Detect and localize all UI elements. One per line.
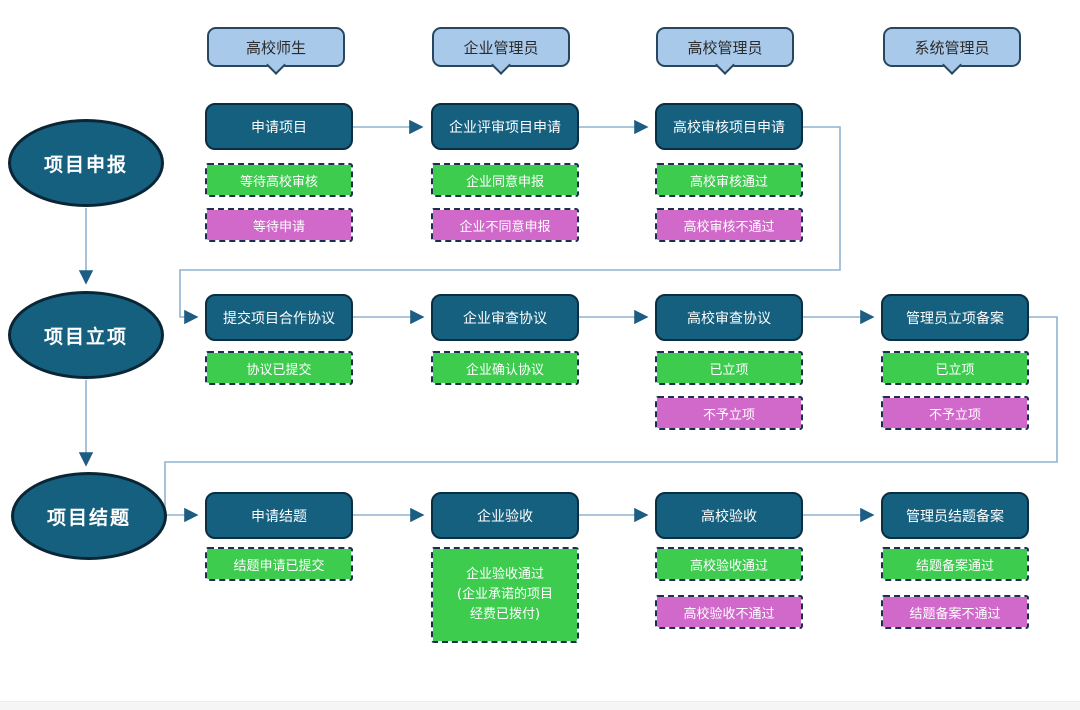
action-box-university-acceptance: 高校验收 [655,492,803,539]
status-box-success: 已立项 [655,351,803,385]
action-box-university-check-agreement: 高校审查协议 [655,294,803,341]
lane-header-label: 高校管理员 [687,38,763,57]
action-box-enterprise-check-agreement: 企业审查协议 [431,294,579,341]
status-label: 结题备案不通过 [909,606,1001,622]
status-label: 等待申请 [252,219,305,235]
status-line: 经费已拨付) [469,607,541,623]
status-line: 企业验收通过 [465,566,544,582]
status-box-fail: 高校验收不通过 [655,595,803,629]
status-box-fail: 结题备案不通过 [881,595,1029,629]
action-label: 管理员立项备案 [906,310,1004,327]
status-box-fail: 企业不同意申报 [431,208,579,242]
status-label: 高校验收通过 [689,558,768,574]
action-box-enterprise-acceptance: 企业验收 [431,492,579,539]
action-label: 申请结题 [251,508,307,525]
status-label: 已立项 [709,362,749,378]
status-box-fail: 等待申请 [205,208,353,242]
status-label: 协议已提交 [246,362,312,378]
phase-ellipse-closure: 项目结题 [11,472,167,560]
status-box-success: 等待高校审核 [205,163,353,197]
action-label: 企业评审项目申请 [449,119,561,136]
status-box-success: 结题备案通过 [881,547,1029,581]
status-label: 企业确认协议 [465,362,544,378]
action-label: 提交项目合作协议 [223,310,335,327]
action-box-enterprise-review-application: 企业评审项目申请 [431,103,579,150]
status-label: 企业同意申报 [465,174,544,190]
status-box-success: 企业确认协议 [431,351,579,385]
status-box-fail: 高校审核不通过 [655,208,803,242]
status-line: (企业承诺的项目 [456,586,554,602]
phase-ellipse-approval: 项目立项 [8,291,164,379]
status-label: 高校审核通过 [689,174,768,190]
action-box-submit-agreement: 提交项目合作协议 [205,294,353,341]
status-box-fail: 不予立项 [655,396,803,430]
status-box-success-multiline: 企业验收通过 (企业承诺的项目 经费已拨付) [431,547,579,643]
action-box-admin-closure-record: 管理员结题备案 [881,492,1029,539]
action-box-apply-closure: 申请结题 [205,492,353,539]
status-box-fail: 不予立项 [881,396,1029,430]
status-label: 企业不同意申报 [459,219,551,235]
action-label: 高校审查协议 [687,310,771,327]
status-box-success: 高校验收通过 [655,547,803,581]
lane-header-label: 高校师生 [245,38,306,57]
lane-header-university-admin: 高校管理员 [656,27,794,67]
status-label: 已立项 [935,362,975,378]
phase-label: 项目立项 [43,325,128,348]
action-label: 企业验收 [477,508,533,525]
bottom-edge [0,701,1080,710]
action-label: 企业审查协议 [463,310,547,327]
status-label: 高校审核不通过 [683,219,775,235]
action-box-admin-approval-record: 管理员立项备案 [881,294,1029,341]
status-label: 不予立项 [928,407,981,423]
lane-header-enterprise-admin: 企业管理员 [432,27,570,67]
lane-header-label: 系统管理员 [914,38,990,57]
lane-header-system-admin: 系统管理员 [883,27,1021,67]
status-box-success: 高校审核通过 [655,163,803,197]
status-label: 高校验收不通过 [683,606,775,622]
action-box-apply-project: 申请项目 [205,103,353,150]
status-label: 等待高校审核 [239,174,318,190]
status-box-success: 协议已提交 [205,351,353,385]
phase-ellipse-declaration: 项目申报 [8,119,164,207]
lane-header-label: 企业管理员 [463,38,539,57]
action-label: 高校审核项目申请 [673,119,785,136]
phase-label: 项目申报 [43,153,128,176]
action-label: 申请项目 [251,119,307,136]
status-box-success: 企业同意申报 [431,163,579,197]
action-box-university-review-application: 高校审核项目申请 [655,103,803,150]
status-box-success: 结题申请已提交 [205,547,353,581]
status-label: 不予立项 [702,407,755,423]
status-label: 结题备案通过 [915,558,994,574]
connector-phase2-to-phase3 [164,316,1058,523]
status-box-success: 已立项 [881,351,1029,385]
action-label: 高校验收 [701,508,757,525]
lane-header-university-staff: 高校师生 [207,27,345,67]
status-label: 结题申请已提交 [233,558,325,574]
connector-phase1-to-phase2 [179,126,841,325]
action-label: 管理员结题备案 [906,508,1004,525]
phase-label: 项目结题 [46,506,131,529]
